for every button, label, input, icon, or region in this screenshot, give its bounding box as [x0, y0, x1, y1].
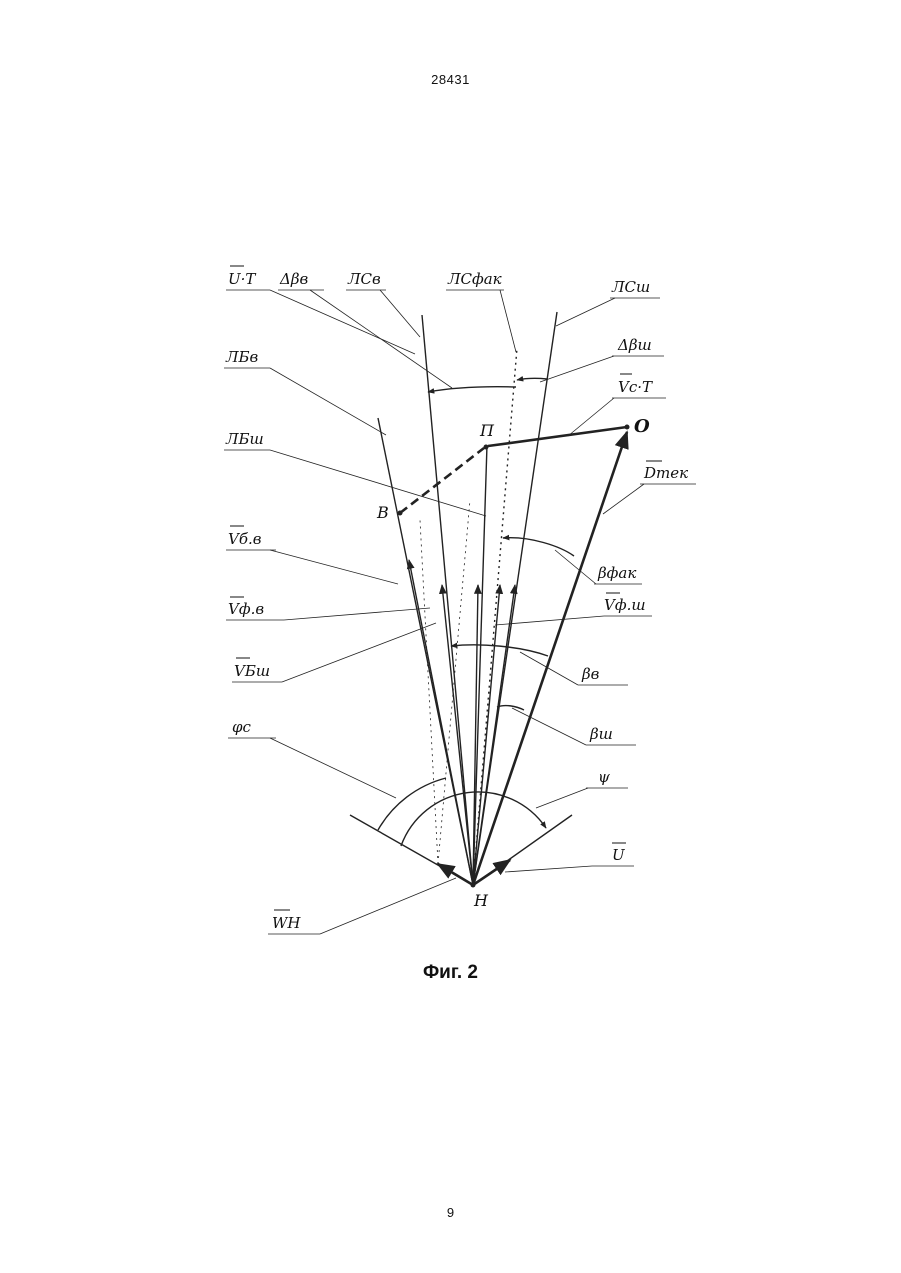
label-phi-c: φc	[232, 718, 252, 736]
label-v-fsh: Vф.ш	[604, 596, 646, 614]
leader-ut	[270, 290, 415, 354]
segment-b-p	[400, 448, 484, 513]
figure-caption: Фиг. 2	[0, 962, 901, 984]
leader-beta-v	[520, 652, 578, 685]
vectors	[400, 427, 627, 885]
leader-lc-sh	[556, 298, 615, 326]
leader-delta-beta-sh	[540, 356, 614, 382]
label-v-bsh: VБш	[234, 662, 270, 680]
arc-delta-beta-v	[428, 387, 516, 392]
label-d-tek: Dтек	[643, 464, 688, 482]
label-beta-v: βв	[581, 665, 600, 683]
label-lb-v: ЛБв	[225, 348, 259, 366]
label-beta-sh: βш	[589, 725, 613, 743]
vector-v-bsh	[473, 585, 515, 885]
arc-delta-beta-sh	[517, 378, 547, 380]
leader-psi	[536, 788, 588, 808]
points	[398, 425, 630, 888]
label-w-h: WН	[272, 914, 301, 932]
point-p	[484, 445, 489, 450]
point-b	[398, 511, 403, 516]
leader-delta-beta-v	[310, 290, 452, 388]
leader-lb-v	[270, 368, 386, 435]
label-psi: ψ	[598, 768, 610, 786]
label-lb-sh: ЛБш	[225, 430, 264, 448]
vector-v-fv	[442, 585, 473, 885]
vector-vc-t	[488, 427, 627, 446]
label-lc-v: ЛCв	[347, 270, 381, 288]
point-o	[625, 425, 630, 430]
vector-w-h	[438, 864, 473, 885]
leader-v-bv	[270, 550, 398, 584]
diagram-labels: U·T Δβв ЛCв ЛCфак ЛCш Δβш Vc·T ЛБв ЛБш D…	[225, 270, 688, 932]
label-v-fv: Vф.в	[228, 600, 264, 618]
label-lc-fak: ЛCфак	[447, 270, 502, 288]
leader-v-fv	[284, 608, 430, 620]
label-delta-beta-sh: Δβш	[617, 336, 652, 354]
leader-v-bsh	[282, 623, 436, 682]
leader-w-h	[320, 878, 456, 934]
point-label-h: H	[473, 891, 489, 910]
leader-lc-fak	[500, 290, 516, 352]
leader-lc-v	[380, 290, 420, 337]
line-lb-sh	[473, 445, 487, 885]
line-lc-v	[422, 315, 473, 885]
point-label-b: B	[376, 503, 389, 522]
vector-d-tek	[473, 432, 627, 885]
label-beta-fak: βфак	[597, 564, 636, 582]
leader-beta-fak	[555, 550, 596, 584]
label-u: U	[612, 846, 626, 864]
arc-beta-fak	[503, 538, 574, 556]
leader-u	[505, 866, 592, 872]
page-number: 9	[0, 1205, 901, 1220]
label-ut: U·T	[228, 270, 256, 288]
label-lc-sh: ЛCш	[611, 278, 650, 296]
arc-beta-v	[451, 645, 548, 656]
point-h	[471, 883, 476, 888]
label-v-bv: Vб.в	[228, 530, 262, 548]
arc-beta-sh	[497, 706, 524, 710]
point-label-p: П	[479, 421, 495, 440]
leader-lines	[270, 290, 644, 934]
label-delta-beta-v: Δβв	[279, 270, 309, 288]
point-label-o: O	[634, 416, 650, 437]
label-vc-t: Vc·T	[618, 378, 653, 396]
leader-phi-c	[270, 738, 396, 798]
construction-lines	[350, 312, 572, 885]
